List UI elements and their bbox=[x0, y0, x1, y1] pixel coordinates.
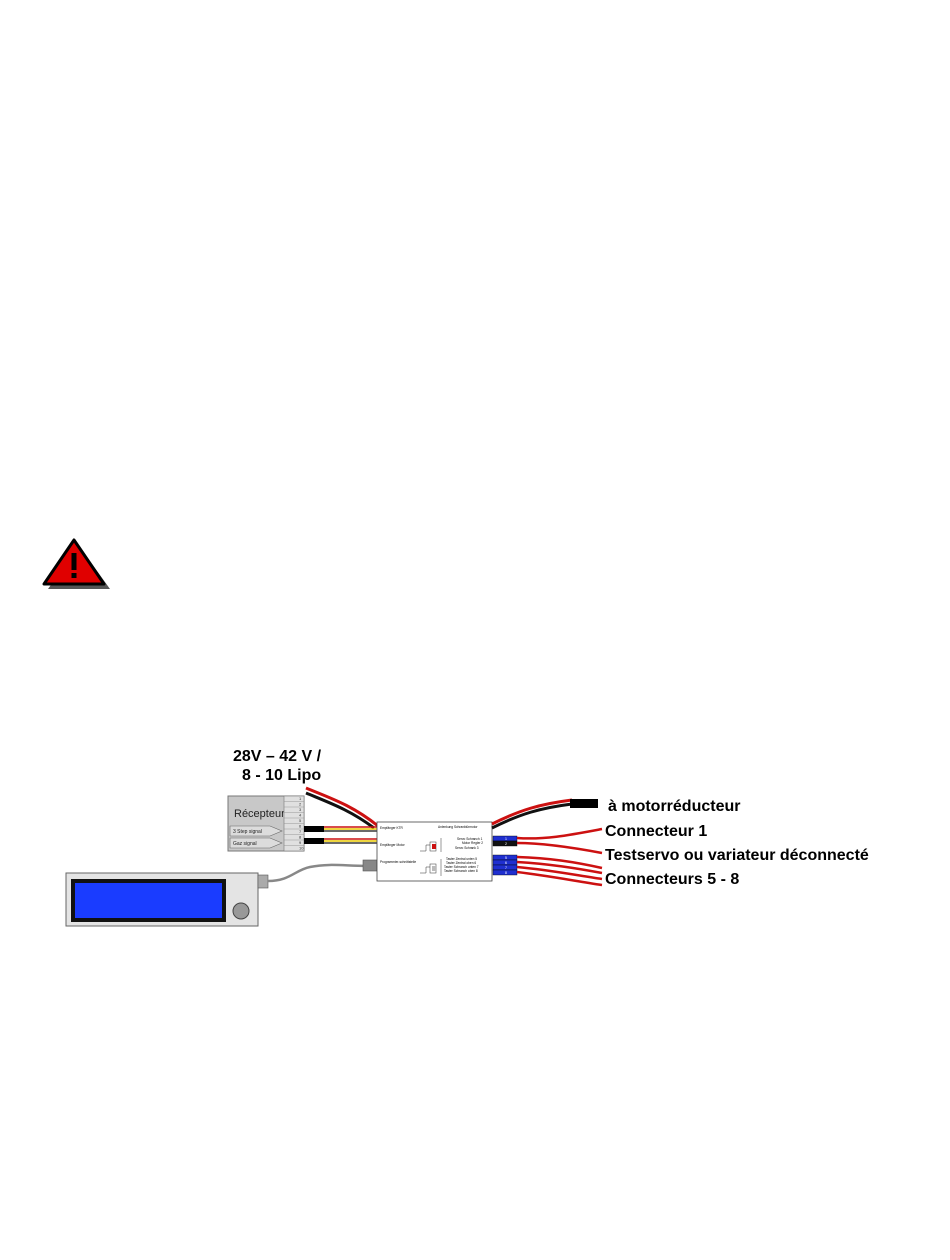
module-group2-1: Taster Zentral unten 5 bbox=[446, 857, 477, 861]
receiver-pin-number: 3 bbox=[299, 807, 302, 812]
receiver-channel-a: 3 Step signal bbox=[233, 829, 262, 835]
receiver-pin-number: 6 bbox=[299, 824, 302, 829]
connector-group-2: 5 6 7 8 bbox=[492, 854, 603, 887]
module-input-1: Empfänger KTR bbox=[380, 826, 404, 830]
module-group2-3: Taster Schranch unten 7 bbox=[444, 865, 479, 869]
receiver-signal-wires bbox=[304, 826, 378, 844]
label-connector-1: Connecteur 1 bbox=[605, 823, 707, 840]
connector-num-5: 5 bbox=[505, 856, 507, 860]
module-group1-3: Servo Schrank 3 bbox=[455, 846, 479, 850]
connector-num-1: 1 bbox=[505, 837, 507, 841]
supply-label-line2: 8 - 10 Lipo bbox=[242, 767, 321, 784]
receiver-pin-number: 10 bbox=[299, 846, 304, 851]
label-connectors-5-8: Connecteurs 5 - 8 bbox=[605, 871, 739, 888]
connector-num-7: 7 bbox=[505, 866, 507, 870]
module-group2-2: Taster Zentral oben 6 bbox=[446, 861, 476, 865]
supply-label-line1: 28V – 42 V / bbox=[233, 748, 322, 765]
module-input-3: Programmier-schnittstelle bbox=[380, 860, 416, 864]
receiver-pin-number: 7 bbox=[299, 829, 302, 834]
control-module: Empfänger KTR Empfänger Motor Programmie… bbox=[376, 821, 493, 882]
warning-icon bbox=[42, 538, 110, 589]
module-group1-2: Motor Regler 2 bbox=[462, 841, 483, 845]
motor-wires bbox=[491, 798, 598, 830]
receiver-pin-number: 5 bbox=[299, 818, 302, 823]
connector-group-1: 1 2 bbox=[492, 827, 603, 855]
connector-num-2: 2 bbox=[505, 842, 507, 846]
receiver-pin-number: 2 bbox=[299, 802, 302, 807]
connector-num-6: 6 bbox=[505, 861, 507, 865]
receiver-pin-number: 4 bbox=[299, 813, 302, 818]
lcd-programmer bbox=[65, 859, 378, 927]
connector-num-8: 8 bbox=[505, 871, 507, 875]
label-testservo: Testservo ou variateur déconnecté bbox=[605, 847, 869, 864]
supply-wires bbox=[305, 786, 379, 830]
module-group1-1: Servo Schranch 1 bbox=[457, 837, 483, 841]
module-input-2: Empfänger Motor bbox=[380, 843, 406, 847]
receiver-title: Récepteur bbox=[234, 808, 285, 820]
module-group2-4: Taster Schranch oben 8 bbox=[444, 869, 478, 873]
module-top-right: Anlenkung Schranktürmotor bbox=[438, 825, 478, 829]
label-motor: à motorréducteur bbox=[608, 798, 740, 815]
receiver-pin-number: 9 bbox=[299, 840, 302, 845]
receiver-pin-number: 1 bbox=[299, 796, 302, 801]
receiver-channel-b: Gaz signal bbox=[233, 841, 257, 847]
receiver-pin-number: 8 bbox=[299, 835, 302, 840]
